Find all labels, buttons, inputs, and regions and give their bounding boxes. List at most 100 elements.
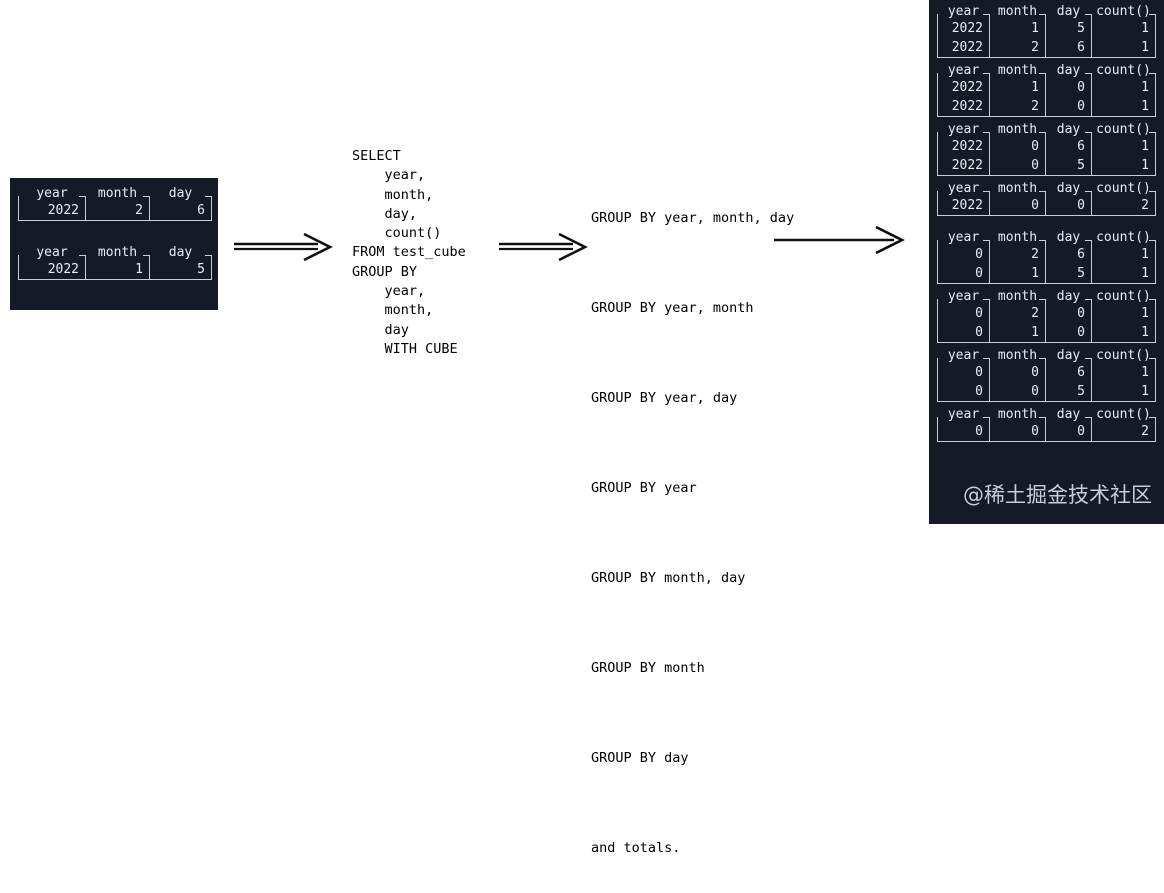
table-cell: 5 (1077, 266, 1085, 281)
table-cell: 0 (1031, 139, 1039, 154)
table-cell: 0 (975, 384, 983, 399)
table-cell: 0 (975, 306, 983, 321)
table-cell: 1 (1141, 40, 1149, 55)
arrow-sql-to-groupings (499, 232, 588, 262)
table-cell: 6 (1077, 365, 1085, 380)
table-cell: 1 (1031, 266, 1039, 281)
table-cell: 0 (1031, 424, 1039, 439)
table-cell: 2 (1031, 99, 1039, 114)
table-cell: 2022 (951, 80, 983, 95)
table-cell: 6 (1077, 40, 1085, 55)
table-cell: 2022 (951, 99, 983, 114)
table-cell: 2022 (951, 40, 983, 55)
table-cell: 0 (1077, 80, 1085, 95)
table-cell: 6 (197, 203, 205, 218)
table-cell: 1 (1031, 21, 1039, 36)
table-cell: 2 (1141, 198, 1149, 213)
table-cell: 1 (1141, 247, 1149, 262)
table-cell: 0 (1031, 158, 1039, 173)
table-cell: 1 (1141, 99, 1149, 114)
table-cell: 2022 (951, 158, 983, 173)
grouping-line: GROUP BY year, month (591, 300, 754, 316)
sql-query-text: SELECT year, month, day, count() FROM te… (352, 148, 466, 357)
table-cell: 2 (1031, 306, 1039, 321)
table-cell: 0 (1077, 198, 1085, 213)
table-cell: 1 (1141, 158, 1149, 173)
table-cell: 0 (1077, 99, 1085, 114)
grouping-line: GROUP BY month, day (591, 570, 746, 586)
table-cell: 0 (975, 424, 983, 439)
table-cell: 0 (1077, 325, 1085, 340)
grouping-line: and totals. (591, 840, 681, 856)
grouping-line: GROUP BY year (591, 480, 697, 496)
table-cell: 0 (975, 325, 983, 340)
table-cell: 1 (1141, 21, 1149, 36)
table-cell: 1 (1141, 384, 1149, 399)
table-cell: 1 (1141, 139, 1149, 154)
arrow-groupings-to-output (774, 225, 905, 255)
table-cell: 0 (975, 266, 983, 281)
grouping-line: GROUP BY day (591, 750, 689, 766)
table-cell: 0 (1031, 365, 1039, 380)
table-cell: 6 (1077, 247, 1085, 262)
table-cell: 0 (1077, 424, 1085, 439)
table-cell: 0 (975, 247, 983, 262)
table-cell: 5 (1077, 384, 1085, 399)
grouping-line: GROUP BY year, month, day (591, 210, 795, 226)
table-cell: 2022 (47, 203, 79, 218)
grouping-line: GROUP BY year, day (591, 390, 738, 406)
grouping-line: GROUP BY month (591, 660, 705, 676)
table-cell: 6 (1077, 139, 1085, 154)
table-cell: 1 (1031, 325, 1039, 340)
table-cell: 1 (1141, 306, 1149, 321)
table-cell: 2 (1031, 247, 1039, 262)
table-cell: 2 (1141, 424, 1149, 439)
table-cell: 0 (1031, 384, 1039, 399)
table-cell: 5 (1077, 21, 1085, 36)
table-cell: 0 (1077, 306, 1085, 321)
table-cell: 1 (1031, 80, 1039, 95)
table-cell: 2 (135, 203, 143, 218)
